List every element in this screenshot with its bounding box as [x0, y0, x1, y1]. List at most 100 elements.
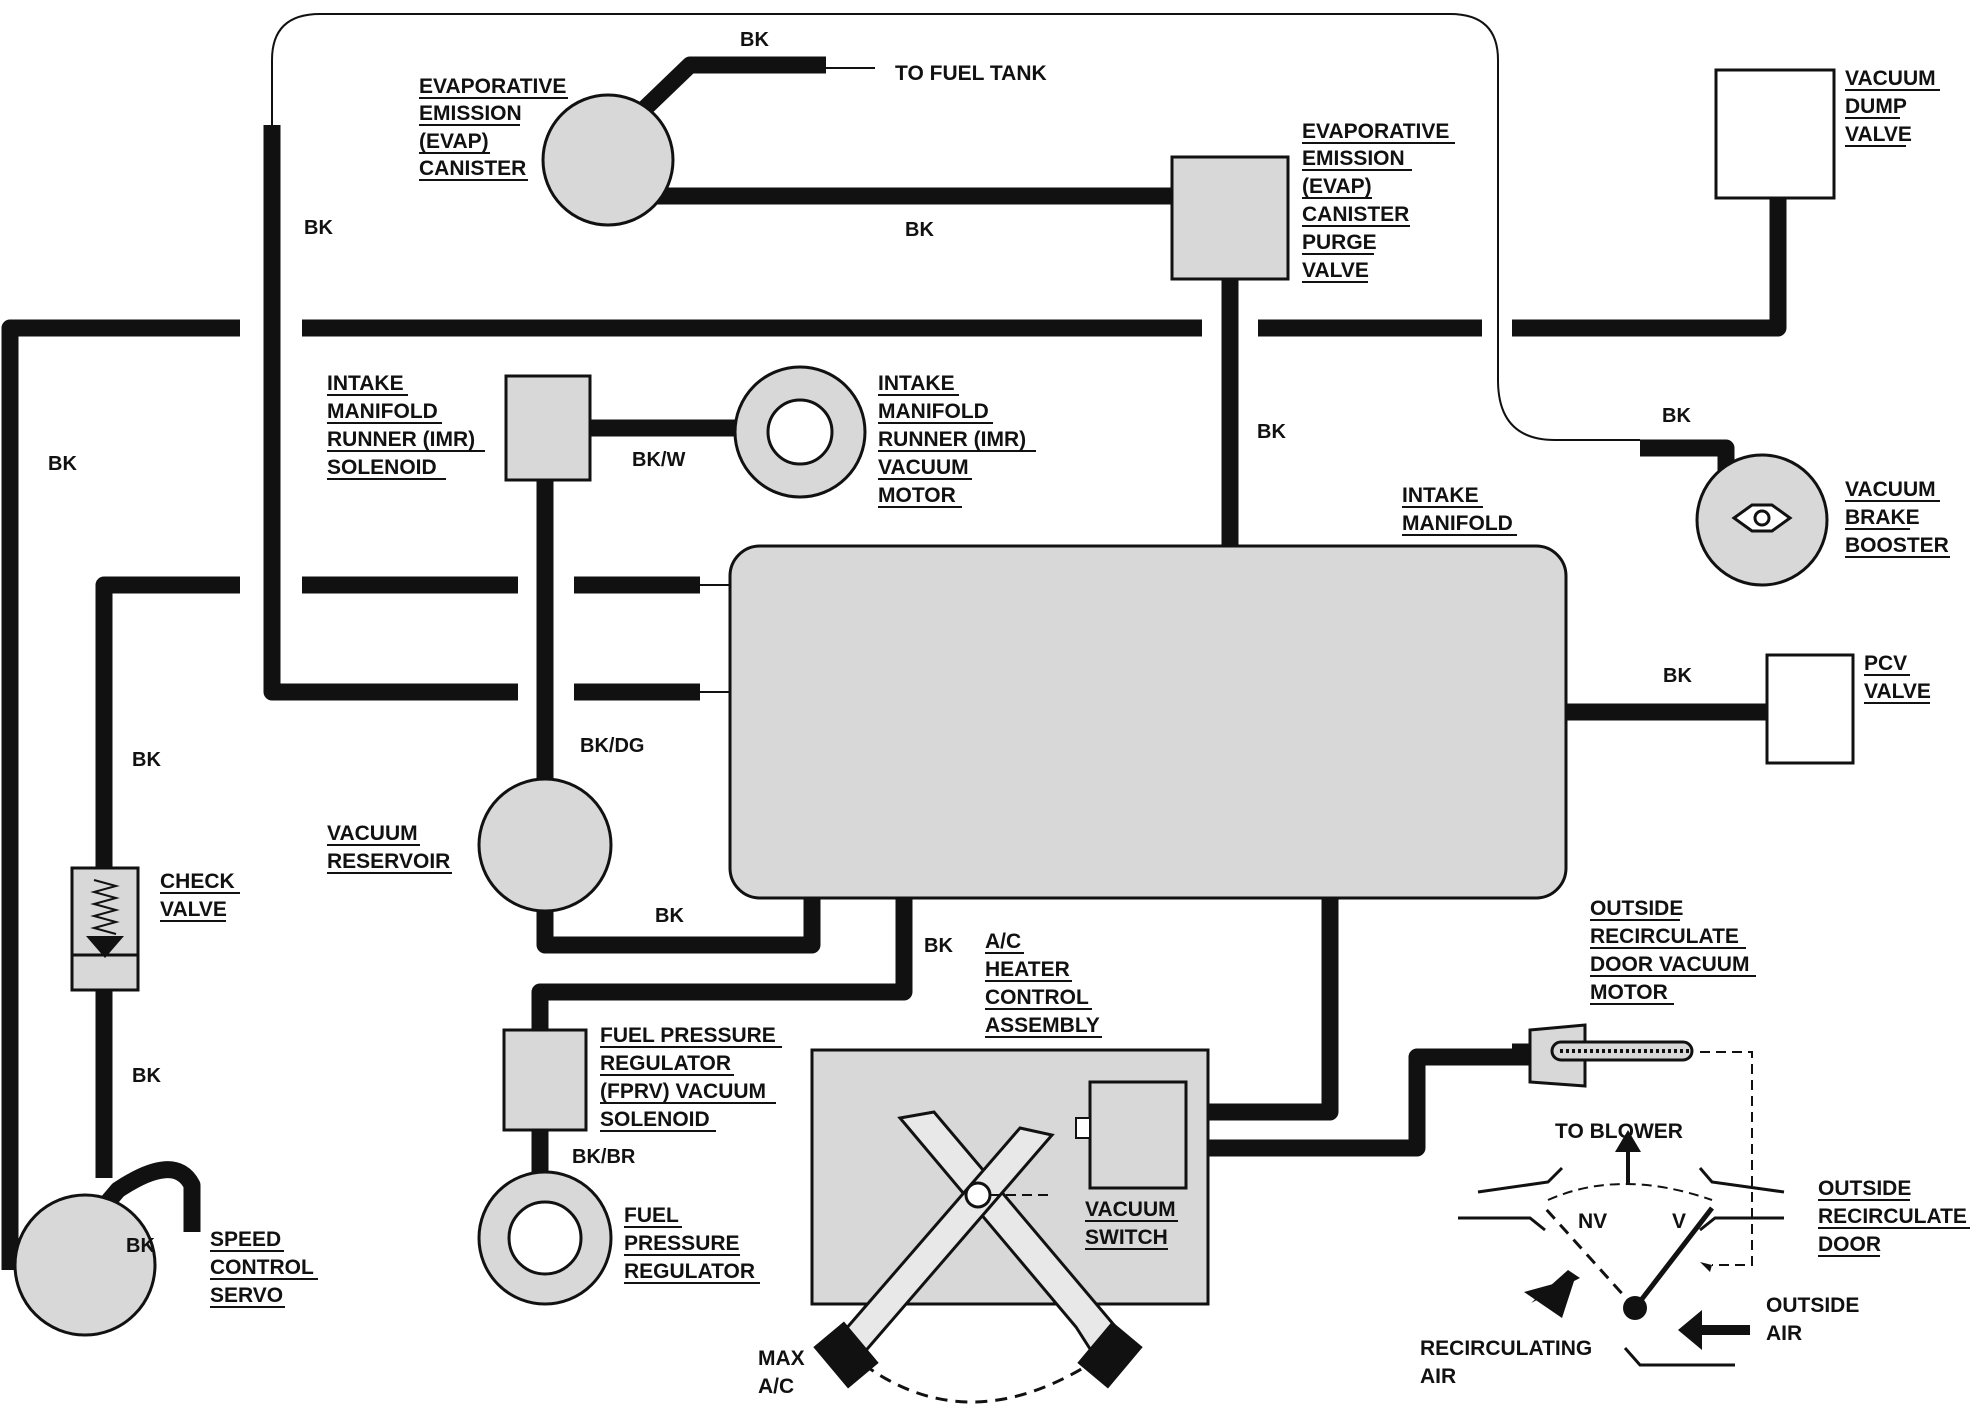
svg-text:CANISTER: CANISTER	[1302, 203, 1409, 226]
svg-text:AIR: AIR	[1766, 1322, 1802, 1345]
svg-text:ASSEMBLY: ASSEMBLY	[985, 1014, 1100, 1037]
svg-text:MANIFOLD: MANIFOLD	[878, 400, 989, 423]
outside-recirc-door-motor	[1512, 1023, 1694, 1088]
check-valve-upper-hose	[95, 576, 240, 868]
label-outside-recirc-door: OUTSIDE RECIRCULATE DOOR	[1818, 1177, 1967, 1256]
svg-text:SERVO: SERVO	[210, 1284, 283, 1307]
label-max-ac: MAX A/C	[758, 1347, 805, 1398]
svg-text:HEATER: HEATER	[985, 958, 1070, 981]
label-to-blower: TO BLOWER	[1555, 1120, 1683, 1143]
svg-text:CONTROL: CONTROL	[210, 1256, 314, 1279]
wire-reservoir: BK/DG	[580, 735, 644, 757]
brake-booster-thin-line	[271, 13, 1640, 441]
check-valve-spring-icon	[72, 879, 138, 958]
label-ac-heater-control: A/C HEATER CONTROL ASSEMBLY	[985, 930, 1100, 1037]
svg-text:RECIRCULATE: RECIRCULATE	[1590, 925, 1739, 948]
svg-text:MAX: MAX	[758, 1347, 805, 1370]
vacuum-rail	[1, 192, 1787, 1270]
left-loop-hose	[263, 125, 518, 701]
wire-evap-tank: BK	[740, 29, 769, 51]
label-speed-control-servo: SPEED CONTROL SERVO	[210, 1228, 314, 1307]
fprv-solenoid	[502, 1028, 588, 1132]
booster-port-icon	[1731, 503, 1793, 533]
svg-text:MOTOR: MOTOR	[1590, 981, 1668, 1004]
control-knob-icon	[813, 1110, 1143, 1404]
svg-text:INTAKE: INTAKE	[878, 372, 955, 395]
label-imr-solenoid: INTAKE MANIFOLD RUNNER (IMR) SOLENOID	[327, 372, 475, 479]
svg-text:RUNNER (IMR): RUNNER (IMR)	[878, 428, 1026, 451]
label-vacuum-dump-valve: VACUUM DUMP VALVE	[1845, 67, 1936, 146]
vacuum-reservoir	[477, 777, 613, 913]
label-vacuum-reservoir: VACUUM RESERVOIR	[327, 822, 450, 873]
svg-text:EMISSION: EMISSION	[419, 102, 522, 125]
wire-speed-servo: BK	[126, 1235, 155, 1257]
svg-text:PRESSURE: PRESSURE	[624, 1232, 740, 1255]
label-check-valve: CHECK VALVE	[160, 870, 235, 921]
svg-text:RESERVOIR: RESERVOIR	[327, 850, 450, 873]
svg-text:VALVE: VALVE	[1864, 680, 1931, 703]
svg-text:MANIFOLD: MANIFOLD	[327, 400, 438, 423]
label-underlines	[160, 89, 1970, 1308]
svg-text:PCV: PCV	[1864, 652, 1907, 675]
switch-motor-hose	[1185, 1048, 1530, 1157]
label-evap-canister: EVAPORATIVE EMISSION (EVAP) CANISTER	[419, 75, 566, 180]
svg-text:EVAPORATIVE: EVAPORATIVE	[1302, 120, 1449, 143]
label-fuel-pressure-regulator: FUEL PRESSURE REGULATOR	[624, 1204, 755, 1283]
svg-text:INTAKE: INTAKE	[1402, 484, 1479, 507]
wire-left-loop: BK	[304, 217, 333, 239]
svg-text:(EVAP): (EVAP)	[1302, 175, 1372, 198]
svg-text:SPEED: SPEED	[210, 1228, 281, 1251]
svg-text:VACUUM: VACUUM	[1845, 478, 1936, 501]
svg-text:(EVAP): (EVAP)	[419, 130, 489, 153]
svg-text:BRAKE: BRAKE	[1845, 506, 1920, 529]
svg-text:VACUUM: VACUUM	[1085, 1198, 1176, 1221]
reservoir-manifold-hose	[536, 892, 821, 954]
speed-control-servo	[13, 1193, 157, 1337]
svg-text:VACUUM: VACUUM	[1845, 67, 1936, 90]
label-recirculating-air: RECIRCULATING AIR	[1420, 1337, 1592, 1388]
label-vacuum-brake-booster: VACUUM BRAKE BOOSTER	[1845, 478, 1949, 557]
evap-canister	[541, 93, 675, 227]
svg-text:BOOSTER: BOOSTER	[1845, 534, 1949, 557]
svg-text:SOLENOID: SOLENOID	[600, 1108, 710, 1131]
wire-fprv-manifold: BK	[924, 935, 953, 957]
label-outside-recirc-motor: OUTSIDE RECIRCULATE DOOR VACUUM MOTOR	[1590, 897, 1749, 1004]
svg-text:RECIRCULATING: RECIRCULATING	[1420, 1337, 1592, 1360]
wire-far-left: BK	[48, 453, 77, 475]
wire-check-valve-lower: BK	[132, 1065, 161, 1087]
svg-text:PURGE: PURGE	[1302, 231, 1377, 254]
label-to-fuel-tank: TO FUEL TANK	[895, 62, 1047, 85]
svg-text:OUTSIDE: OUTSIDE	[1766, 1294, 1859, 1317]
label-outside-air: OUTSIDE AIR	[1766, 1294, 1859, 1345]
svg-text:SWITCH: SWITCH	[1085, 1226, 1168, 1249]
svg-text:DOOR VACUUM: DOOR VACUUM	[1590, 953, 1749, 976]
svg-text:RECIRCULATE: RECIRCULATE	[1818, 1205, 1967, 1228]
svg-text:FUEL PRESSURE: FUEL PRESSURE	[600, 1024, 776, 1047]
wire-brake-booster: BK	[1662, 405, 1691, 427]
svg-text:EVAPORATIVE: EVAPORATIVE	[419, 75, 566, 98]
svg-text:OUTSIDE: OUTSIDE	[1818, 1177, 1911, 1200]
imr-solenoid	[504, 374, 592, 482]
speed-servo-hoses	[43, 1161, 201, 1276]
svg-text:VACUUM: VACUUM	[327, 822, 418, 845]
svg-text:A/C: A/C	[758, 1375, 794, 1398]
label-v: V	[1672, 1210, 1686, 1233]
pcv-valve	[1765, 653, 1855, 765]
svg-text:RUNNER (IMR): RUNNER (IMR)	[327, 428, 475, 451]
svg-text:CONTROL: CONTROL	[985, 986, 1089, 1009]
wire-color-labels: BK BK BK BK BK BK BK/W BK/DG BK BK BK BK…	[48, 29, 1692, 1257]
svg-text:INTAKE: INTAKE	[327, 372, 404, 395]
svg-text:VALVE: VALVE	[160, 898, 227, 921]
svg-text:MOTOR: MOTOR	[878, 484, 956, 507]
svg-text:AIR: AIR	[1420, 1365, 1456, 1388]
svg-text:A/C: A/C	[985, 930, 1021, 953]
wire-pcv: BK	[1663, 665, 1692, 687]
vacuum-dump-valve	[1714, 68, 1836, 200]
wire-check-valve-upper: BK	[132, 749, 161, 771]
fprv-manifold-hose	[531, 898, 913, 1030]
svg-text:DOOR: DOOR	[1818, 1233, 1881, 1256]
wire-purge-manifold: BK	[1257, 421, 1286, 443]
switch-manifold-hose	[1185, 898, 1339, 1121]
svg-text:FUEL: FUEL	[624, 1204, 679, 1227]
